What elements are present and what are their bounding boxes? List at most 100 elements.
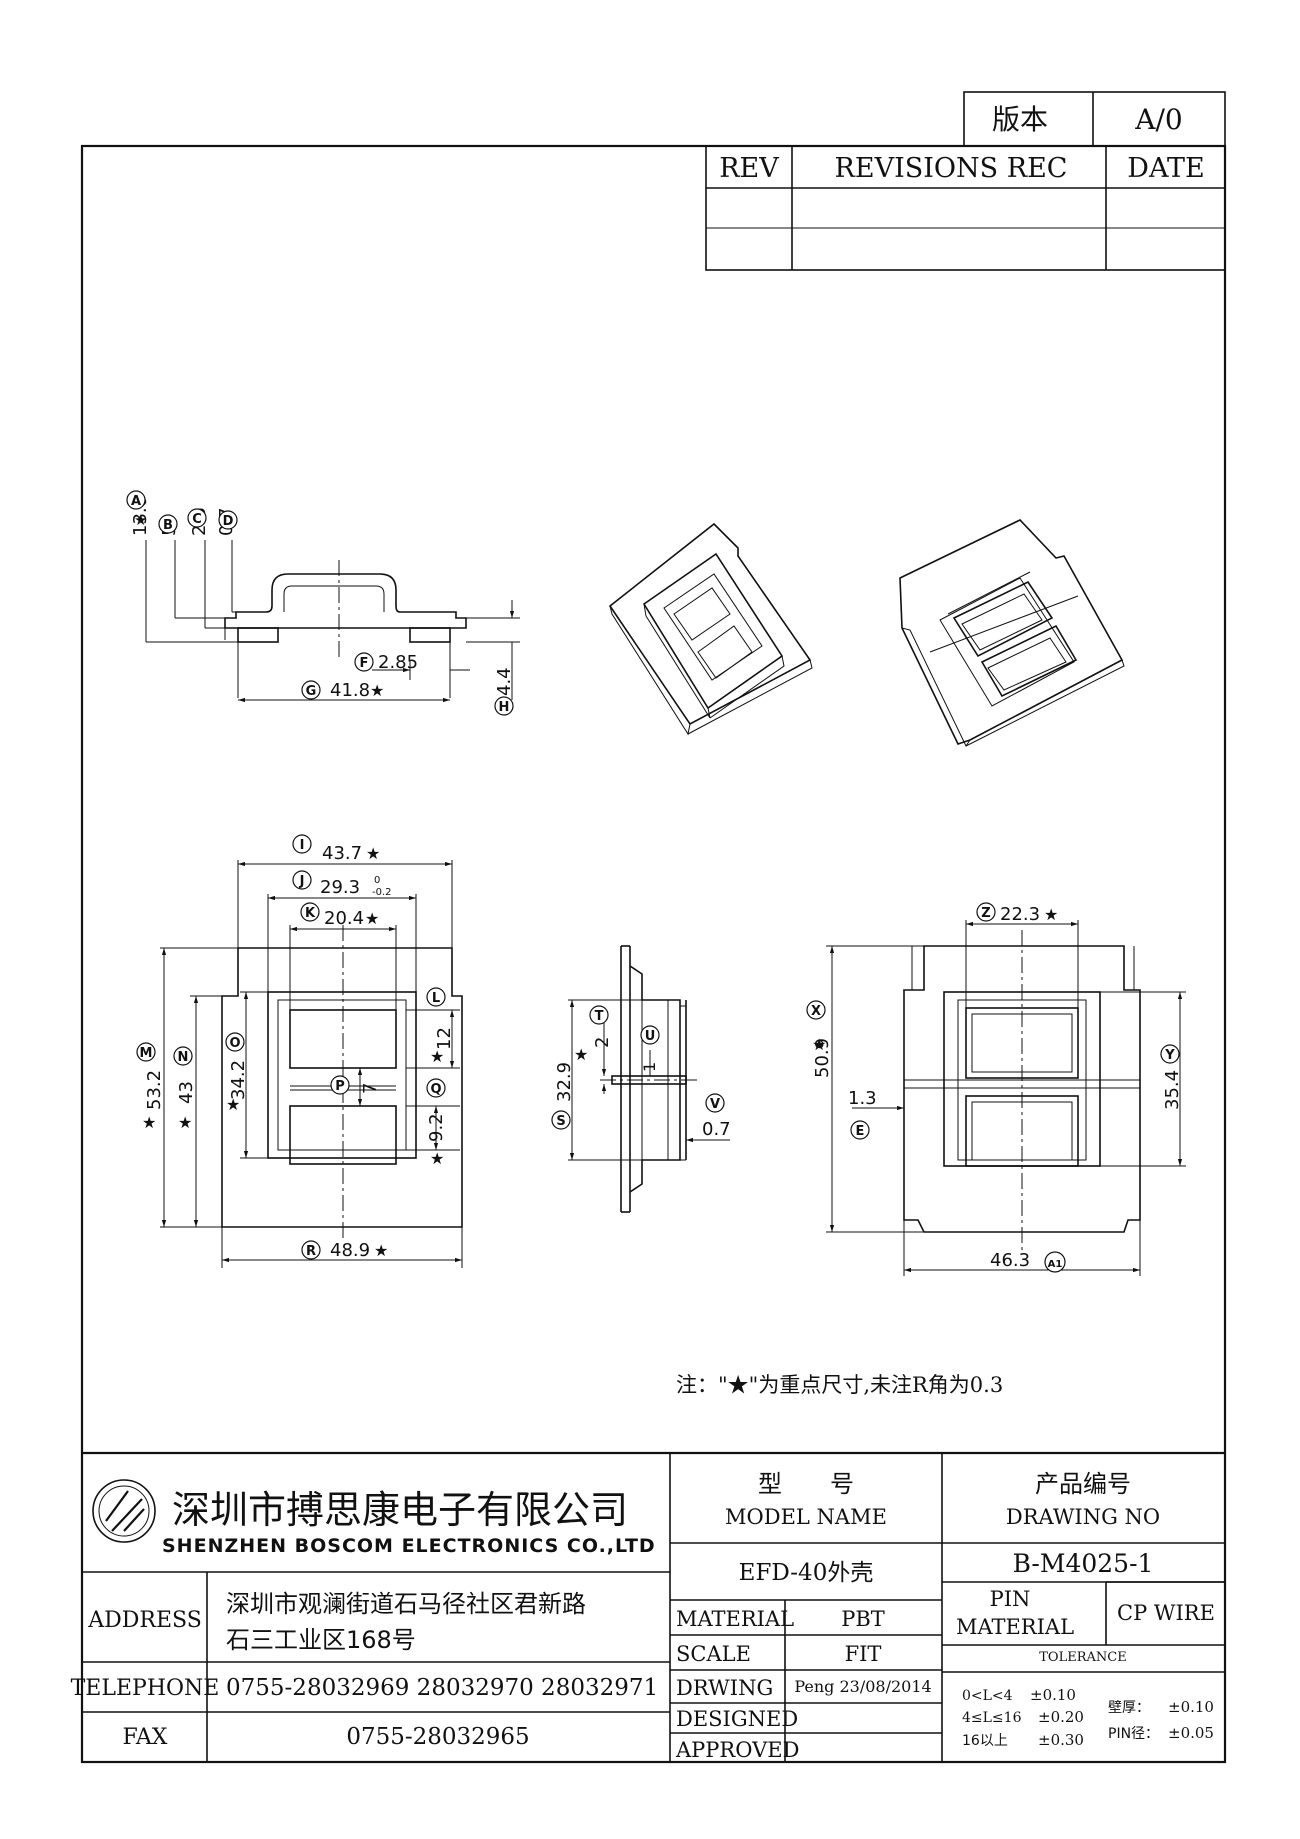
dim-l-star: ★ xyxy=(430,1047,444,1066)
dim-letter-b-label: B xyxy=(163,518,173,533)
side-section-view: 32.9 ★ 2 1 0.7 xyxy=(554,945,731,1213)
version-box: 版本 A/0 xyxy=(963,91,1226,147)
dim-i-value: 43.7 xyxy=(322,843,362,864)
dim-letter-d: D xyxy=(218,510,238,530)
dim-o-value: 34.2 xyxy=(228,1060,249,1100)
dim-letter-o-label: O xyxy=(229,1036,240,1051)
rev-header: REV xyxy=(719,153,779,184)
dim-n-value: 43 xyxy=(176,1081,197,1104)
version-label: 版本 xyxy=(992,103,1048,136)
telephone-value: 0755-28032969 28032970 28032971 xyxy=(226,1675,658,1701)
model-label-cn: 型 号 xyxy=(758,1470,854,1498)
dim-v-value: 0.7 xyxy=(702,1119,731,1140)
dim-letter-i: I xyxy=(292,834,312,854)
dim-q-star: ★ xyxy=(430,1149,444,1168)
tolerance-range-1: 0<L<4 xyxy=(962,1688,1013,1704)
dim-letter-q: Q xyxy=(426,1078,446,1098)
drwing-value: Peng 23/08/2014 xyxy=(794,1677,931,1696)
dim-letter-n-label: N xyxy=(178,1050,189,1065)
dim-letter-x-label: X xyxy=(811,1004,821,1019)
tolerance-value-3: ±0.30 xyxy=(1038,1731,1084,1749)
dim-letter-r: R xyxy=(301,1240,321,1260)
tolerance-value-2: ±0.20 xyxy=(1038,1708,1084,1726)
dim-letter-e-label: E xyxy=(856,1124,865,1139)
dim-letter-f-label: F xyxy=(360,656,369,671)
dim-u-value: 1 xyxy=(640,1062,659,1072)
dim-letter-j-label: J xyxy=(299,874,305,889)
dim-letter-h: H xyxy=(494,696,514,716)
dim-y-value: 35.4 xyxy=(1162,1070,1183,1110)
model-label-en: MODEL NAME xyxy=(725,1505,887,1529)
dim-letter-k-label: K xyxy=(305,906,316,921)
pin-material-label: MATERIAL xyxy=(956,1615,1074,1639)
dim-r-value: 48.9 xyxy=(330,1240,370,1261)
address-label: ADDRESS xyxy=(87,1608,202,1633)
telephone-label: TELEPHONE xyxy=(71,1676,220,1701)
scale-label: SCALE xyxy=(676,1642,751,1666)
dim-letter-r-label: R xyxy=(306,1244,316,1259)
dim-letter-s-label: S xyxy=(556,1114,565,1129)
dim-letter-m: M xyxy=(136,1042,156,1062)
dim-letter-p: P xyxy=(330,1075,350,1095)
dim-h-value: 4.4 xyxy=(494,667,515,696)
drawing-no-label-cn: 产品编号 xyxy=(1035,1470,1131,1498)
dim-letter-e: E xyxy=(850,1120,870,1140)
dim-letter-l-label: L xyxy=(432,991,440,1006)
dim-letter-z: Z xyxy=(976,902,996,922)
address-line2: 石三工业区168号 xyxy=(226,1626,416,1654)
dim-l-value: 12 xyxy=(434,1027,455,1050)
company-logo xyxy=(92,1479,156,1543)
dim-letter-n: N xyxy=(173,1046,193,1066)
side-profile-view: 13.6 5 2.6 0.7 ★ 2.85 41.8 ★ 4.4 xyxy=(130,496,520,703)
dim-n-star: ★ xyxy=(178,1113,192,1132)
model-value: EFD-40外壳 xyxy=(739,1560,874,1586)
dim-letter-g: G xyxy=(301,680,321,700)
dim-e-value: 1.3 xyxy=(848,1088,877,1109)
dim-letter-q-label: Q xyxy=(430,1082,441,1097)
isometric-view-top xyxy=(608,522,813,736)
drawing-no-value: B-M4025-1 xyxy=(1013,1549,1154,1578)
drwing-label: DRWING xyxy=(676,1676,773,1700)
dim-letter-m-label: M xyxy=(140,1046,153,1061)
tolerance-value-1: ±0.10 xyxy=(1030,1686,1076,1704)
dim-letter-a-label: A xyxy=(131,494,141,509)
dim-m-value: 53.2 xyxy=(144,1070,165,1110)
dim-letter-v-label: V xyxy=(710,1097,720,1112)
fax-value: 0755-28032965 xyxy=(346,1724,529,1750)
scale-value: FIT xyxy=(845,1642,882,1666)
dim-letter-c: C xyxy=(187,508,207,528)
dim-letter-a1-label: A1 xyxy=(1048,1259,1063,1270)
dim-x-value: 50.9 xyxy=(812,1038,833,1078)
material-label: MATERIAL xyxy=(676,1607,794,1631)
approved-label: APPROVED xyxy=(675,1738,799,1762)
dim-letter-l: L xyxy=(426,987,446,1007)
dim-j-value: 29.3 xyxy=(320,877,360,898)
dim-letter-i-label: I xyxy=(300,838,305,853)
dim-letter-o: O xyxy=(225,1032,245,1052)
dim-letter-u-label: U xyxy=(645,1029,656,1044)
tolerance-range-3: 16以上 xyxy=(962,1733,1008,1749)
bottom-plan-view: 22.3 ★ 50.9 ★ 35.4 1.3 46.3 xyxy=(812,904,1186,1276)
dim-p-value: 7 xyxy=(360,1083,381,1094)
tolerance-range-2: 4≤L≤16 xyxy=(962,1710,1022,1726)
drawing-note: 注："★"为重点尺寸,未注R角为0.3 xyxy=(676,1373,1003,1397)
dim-letter-a1: A1 xyxy=(1044,1251,1066,1273)
dim-letter-y: Y xyxy=(1160,1044,1180,1064)
dim-letter-f: F xyxy=(354,652,374,672)
dim-letter-b: B xyxy=(158,514,178,534)
dim-letter-t-label: T xyxy=(595,1009,604,1024)
title-block: 深圳市搏思康电子有限公司 SHENZHEN BOSCOM ELECTRONICS… xyxy=(71,1451,1225,1762)
dim-letter-a: A xyxy=(126,490,146,510)
dim-letter-x: X xyxy=(806,1000,826,1020)
sheet-border xyxy=(80,144,1227,1764)
dim-letter-j: J xyxy=(292,870,312,890)
designed-label: DESIGNED xyxy=(676,1707,798,1731)
dim-k-value: 20.4 xyxy=(324,908,364,929)
revision-table: REV REVISIONS REC DATE xyxy=(705,145,1226,271)
pin-label: PIN xyxy=(990,1587,1031,1611)
wall-thickness-value: ±0.10 xyxy=(1168,1698,1214,1716)
dim-g-value: 41.8 xyxy=(330,680,370,701)
top-plan-view: 43.7 ★ 29.3 0 -0.2 20.4 ★ 12 ★ 7 9.2 ★ 5… xyxy=(142,843,463,1268)
dim-letter-h-label: H xyxy=(499,700,510,715)
